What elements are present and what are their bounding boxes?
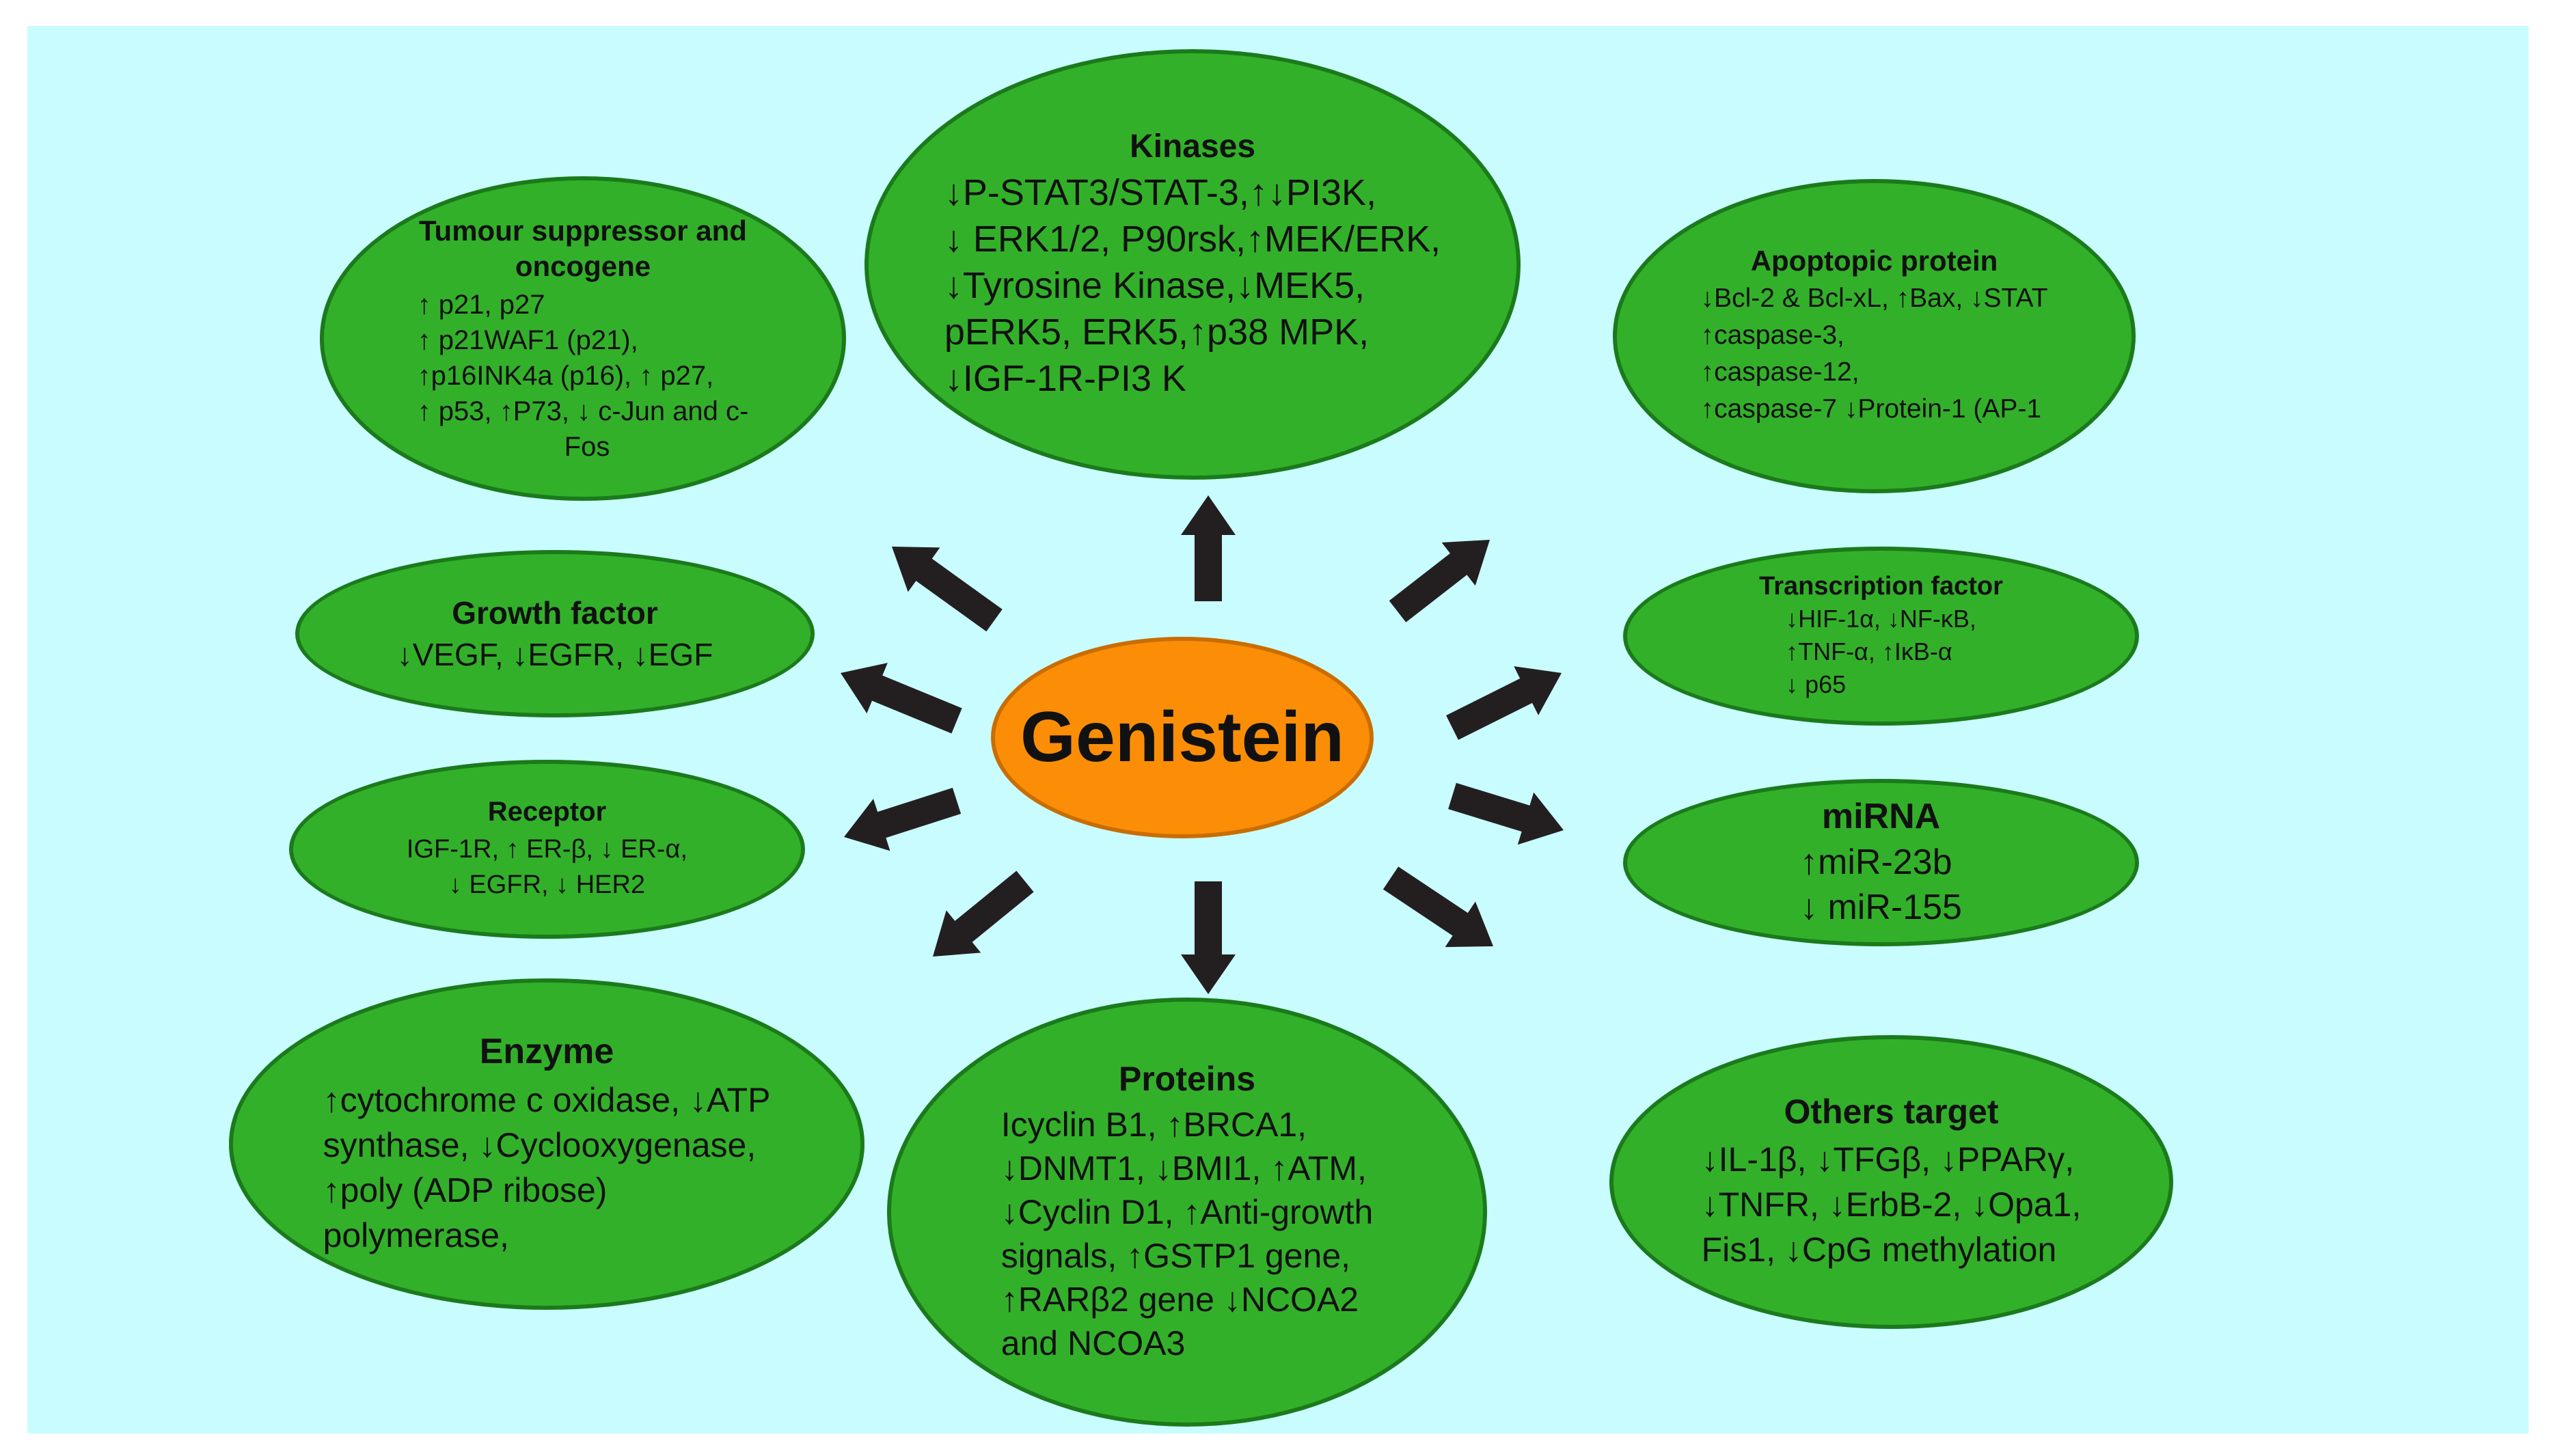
node-proteins-line: ↑RARβ2 gene ↓NCOA2 <box>1000 1280 1359 1319</box>
node-others-target-line: Fis1, ↓CpG methylation <box>1701 1231 2057 1269</box>
arrow-down-left <box>932 870 1034 957</box>
node-tumour-suppressor-line: ↑ p21WAF1 (p21), <box>417 325 638 355</box>
node-apoptopic-protein-title: Apoptopic protein <box>1750 245 1998 277</box>
arrow-right <box>1446 666 1562 740</box>
node-proteins-line: ↓Cyclin D1, ↑Anti-growth <box>1000 1193 1374 1231</box>
node-mirna-line: ↑miR-23b <box>1800 842 1952 882</box>
node-receptor: Receptor IGF-1R, ↑ ER-β, ↓ ER-α, ↓ EGFR,… <box>289 760 805 939</box>
node-tumour-suppressor-title: Tumour suppressor and oncogene <box>419 214 747 282</box>
node-enzyme-title: Enzyme <box>479 1031 614 1071</box>
node-tumour-suppressor-line: Fos <box>564 431 610 462</box>
node-transcription-factor-line: ↓ p65 <box>1786 670 1847 698</box>
node-apoptopic-protein-line: ↑caspase-12, <box>1700 357 1860 387</box>
node-transcription-factor-line: ↓HIF-1α, ↓NF-κB, <box>1786 604 1976 633</box>
center-node-genistein: Genistein <box>991 637 1374 838</box>
arrow-left <box>840 663 962 734</box>
arrow-up-left <box>892 547 1003 632</box>
node-enzyme-line: ↑poly (ADP ribose) <box>323 1170 608 1209</box>
node-transcription-factor-title: Transcription factor <box>1759 571 2003 601</box>
arrow-down <box>1181 881 1236 994</box>
arrow-lower-right <box>1448 782 1564 845</box>
node-tumour-suppressor-line: ↑p16INK4a (p16), ↑ p27, <box>417 360 714 391</box>
node-transcription-factor: Transcription factor ↓HIF-1α, ↓NF-κB, ↑T… <box>1623 547 2139 726</box>
node-kinases-line: pERK5, ERK5,↑p38 MPK, <box>944 311 1370 353</box>
node-others-target: Others target ↓IL-1β, ↓TFGβ, ↓PPARγ, ↓TN… <box>1609 1035 2173 1329</box>
node-others-target-title: Others target <box>1784 1093 1999 1131</box>
node-mirna-title: miRNA <box>1821 796 1941 836</box>
node-tumour-suppressor: Tumour suppressor and oncogene ↑ p21, p2… <box>320 176 846 501</box>
node-receptor-title: Receptor <box>487 796 607 827</box>
node-kinases-line: ↓ ERK1/2, P90rsk,↑MEK/ERK, <box>944 218 1441 260</box>
node-tumour-suppressor-line: ↑ p53, ↑P73, ↓ c-Jun and c- <box>417 396 749 426</box>
node-others-target-line: ↓IL-1β, ↓TFGβ, ↓PPARγ, <box>1701 1140 2075 1179</box>
node-kinases-line: ↓P-STAT3/STAT-3,↑↓PI3K, <box>944 171 1377 213</box>
node-apoptopic-protein: Apoptopic protein ↓Bcl-2 & Bcl-xL, ↑Bax,… <box>1613 179 2136 493</box>
node-enzyme-line: ↑cytochrome c oxidase, ↓ATP <box>323 1080 771 1119</box>
node-proteins: Proteins Icyclin B1, ↑BRCA1, ↓DNMT1, ↓BM… <box>887 998 1487 1427</box>
node-receptor-line: ↓ EGFR, ↓ HER2 <box>448 870 646 899</box>
center-label: Genistein <box>1020 698 1344 777</box>
node-enzyme-line: synthase, ↓Cyclooxygenase, <box>323 1125 757 1164</box>
node-enzyme: Enzyme ↑cytochrome c oxidase, ↓ATP synth… <box>229 978 864 1310</box>
node-mirna: miRNA ↑miR-23b ↓ miR-155 <box>1623 779 2139 946</box>
arrow-up-right <box>1389 540 1490 622</box>
node-kinases-line: ↓Tyrosine Kinase,↓MEK5, <box>944 264 1365 306</box>
node-proteins-line: ↓DNMT1, ↓BMI1, ↑ATM, <box>1000 1149 1367 1187</box>
arrow-lower-left <box>844 787 962 851</box>
node-kinases-title: Kinases <box>1129 128 1256 165</box>
node-tumour-suppressor-line: ↑ p21, p27 <box>417 289 545 320</box>
node-apoptopic-protein-line: ↑caspase-7 ↓Protein-1 (AP-1 <box>1700 394 2042 424</box>
node-transcription-factor-line: ↑TNF-α, ↑IκB-α <box>1786 637 1952 665</box>
node-apoptopic-protein-line: ↓Bcl-2 & Bcl-xL, ↑Bax, ↓STAT <box>1700 284 2048 313</box>
node-growth-factor-title: Growth factor <box>452 594 658 631</box>
node-others-target-line: ↓TNFR, ↓ErbB-2, ↓Opa1, <box>1701 1185 2082 1224</box>
node-apoptopic-protein-line: ↑caspase-3, <box>1700 320 1844 350</box>
arrow-up <box>1181 495 1236 601</box>
node-receptor-line: IGF-1R, ↑ ER-β, ↓ ER-α, <box>406 834 688 864</box>
node-growth-factor-line: ↓VEGF, ↓EGFR, ↓EGF <box>396 636 713 672</box>
node-growth-factor: Growth factor ↓VEGF, ↓EGFR, ↓EGF <box>295 550 815 717</box>
node-proteins-line: Icyclin B1, ↑BRCA1, <box>1000 1105 1307 1144</box>
node-mirna-line: ↓ miR-155 <box>1800 887 1962 927</box>
node-kinases: Kinases ↓P-STAT3/STAT-3,↑↓PI3K, ↓ ERK1/2… <box>864 49 1521 480</box>
node-proteins-line: signals, ↑GSTP1 gene, <box>1000 1237 1351 1275</box>
arrow-down-right <box>1383 866 1494 948</box>
node-proteins-title: Proteins <box>1118 1060 1256 1098</box>
node-proteins-line: and NCOA3 <box>1000 1324 1186 1362</box>
node-enzyme-line: polymerase, <box>323 1215 509 1254</box>
node-kinases-line: ↓IGF-1R-PI3 K <box>944 357 1186 399</box>
